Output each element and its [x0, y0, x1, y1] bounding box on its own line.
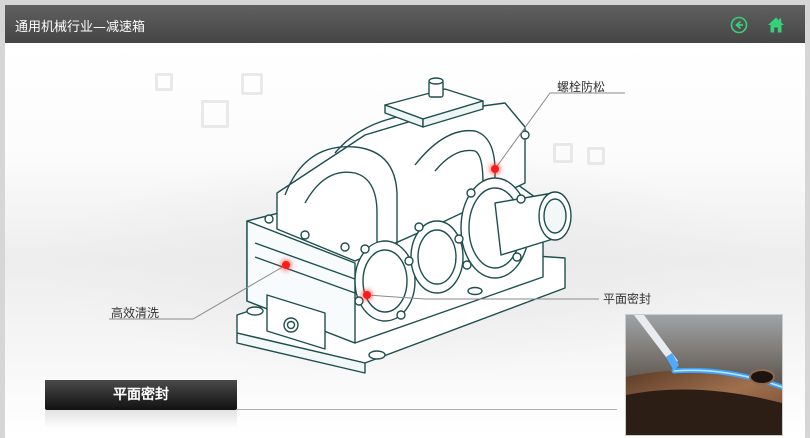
callout-bolt-locking[interactable]: 螺栓防松 [557, 80, 606, 94]
section-tab-shadow [45, 410, 237, 428]
back-button[interactable] [730, 16, 748, 34]
back-arrow-icon [730, 16, 748, 34]
hotspot-bolt-locking[interactable] [491, 165, 499, 173]
gearbox-diagram [109, 77, 625, 374]
home-icon [768, 17, 784, 33]
callout-cleaning[interactable]: 高效清洗 [111, 306, 160, 320]
decor-square [553, 143, 573, 163]
hotspot-flat-sealing[interactable] [363, 291, 371, 299]
sealant-application-photo [625, 314, 783, 436]
home-button[interactable] [767, 16, 785, 34]
section-divider [237, 409, 617, 410]
section-title: 平面密封 [113, 387, 169, 403]
hotspot-cleaning[interactable] [282, 261, 290, 269]
decor-square [587, 147, 605, 165]
decor-square [201, 100, 229, 128]
window-title: 通用机械行业—减速箱 [15, 20, 146, 35]
sealant-photo-art [626, 315, 782, 435]
decor-square [155, 73, 173, 91]
callout-flat-sealing[interactable]: 平面密封 [603, 292, 652, 306]
section-tab: 平面密封 [45, 380, 237, 410]
app-frame: 通用机械行业—减速箱 [5, 5, 805, 438]
decor-square [241, 73, 263, 95]
title-bar: 通用机械行业—减速箱 [5, 5, 805, 44]
diagram-stage: 螺栓防松 平面密封 高效清洗 平面密封 [5, 43, 805, 438]
